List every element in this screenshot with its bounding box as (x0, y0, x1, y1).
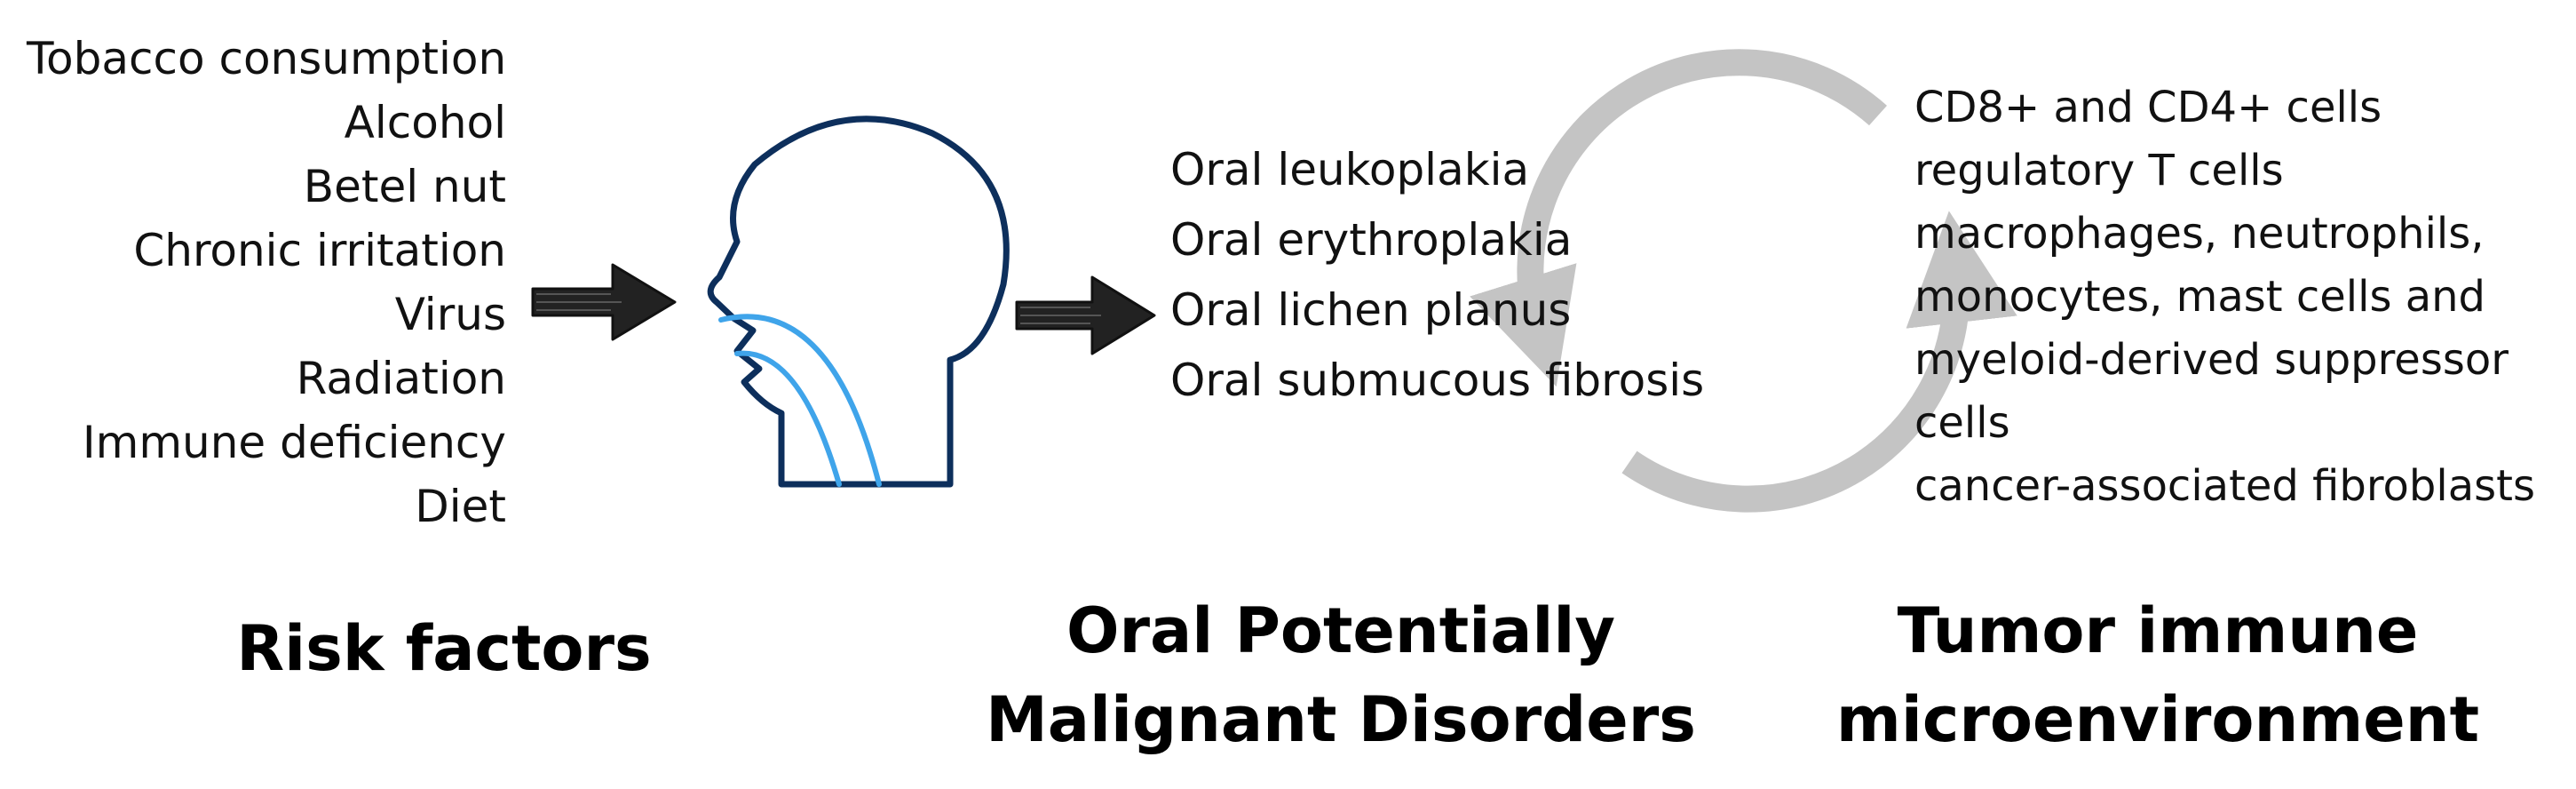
risk-factor-item: Immune deficiency (82, 417, 506, 468)
tme-item: regulatory T cells (1914, 146, 2284, 195)
risk-factor-item: Chronic irritation (133, 225, 506, 276)
arrow-right-icon (1015, 275, 1156, 355)
opmd-item: Oral leukoplakia (1170, 144, 1530, 195)
opmd-heading-line1: Oral Potentially (1066, 594, 1616, 667)
risk-factor-item: Alcohol (344, 97, 506, 148)
risk-factor-item: Virus (394, 289, 506, 340)
tme-heading-line2: microenvironment (1835, 683, 2480, 756)
opmd-heading-line2: Malignant Disorders (986, 683, 1696, 756)
tme-item: myeloid-derived suppressor (1914, 335, 2509, 385)
circular-cycle-arrows-icon (1470, 49, 2017, 513)
tme-item: cancer-associated fibroblasts (1914, 461, 2535, 511)
tme-item: monocytes, mast cells and (1914, 272, 2486, 322)
arrow-right-icon (531, 263, 677, 341)
risk-factors-list: Tobacco consumption Alcohol Betel nut Ch… (27, 27, 506, 538)
risk-factors-heading: Risk factors (236, 612, 652, 685)
risk-factor-item: Betel nut (303, 161, 506, 212)
opmd-item: Oral erythroplakia (1170, 214, 1573, 266)
opmd-item: Oral lichen planus (1170, 284, 1572, 336)
risk-factor-item: Radiation (296, 353, 506, 404)
tme-item: CD8+ and CD4+ cells (1914, 83, 2382, 132)
tme-item: macrophages, neutrophils, (1914, 209, 2485, 259)
tme-heading-line1: Tumor immune (1897, 594, 2419, 667)
head-profile-icon (707, 116, 1010, 488)
opmd-list: Oral leukoplakia Oral erythroplakia Oral… (1170, 135, 1704, 416)
tme-item: cells (1914, 398, 2010, 448)
opmd-item: Oral submucous fibrosis (1170, 355, 1705, 406)
tme-list: CD8+ and CD4+ cells regulatory T cells m… (1914, 76, 2535, 518)
risk-factor-item: Diet (415, 481, 506, 532)
risk-factor-item: Tobacco consumption (27, 33, 507, 84)
